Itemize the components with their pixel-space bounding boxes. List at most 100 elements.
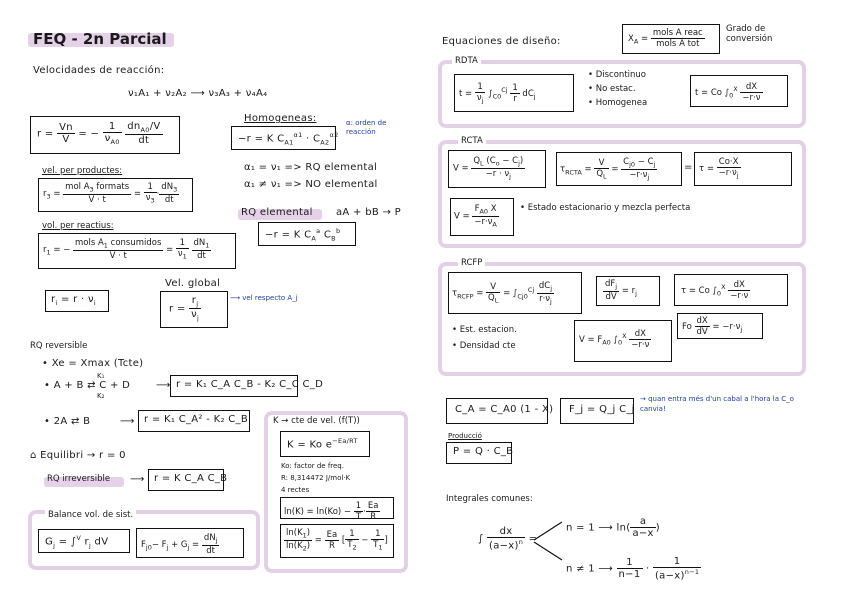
rq-irrev-highlight [44, 477, 124, 487]
rcfp-eq5-box: V = FA0 ∫0X dX−r·ν [574, 320, 672, 362]
homogeneas-eq: −r = K CA1α1 · CA2α2 [238, 131, 339, 147]
rev1-arrow: ⟶ [156, 380, 171, 391]
rcta-eq3: τ = Co·X−r·νj [699, 157, 741, 180]
xe-note: • Xe = Xmax (Tcte) [42, 358, 144, 369]
ca-box: C_A = C_A0 (1 - X) [446, 398, 553, 424]
integrales-label: Integrales comunes: [446, 494, 533, 504]
fj-box: F_j = Q_j C_j [560, 398, 634, 424]
balance-section [28, 510, 260, 570]
rev1-eq: r = K₁ C_A C_B - K₂ C_C C_D [176, 379, 324, 390]
rcfp-bullet: • Est. estacion. [452, 325, 517, 335]
general-reaction: ν₁A₁ + ν₂A₂ ⟶ ν₃A₃ + ν₄A₄ [128, 88, 268, 99]
rev2-box: r = K₁ C_A² - K₂ C_B [138, 410, 250, 432]
page-title: FEQ - 2n Parcial [33, 30, 167, 48]
rcfp-bullet: • Densidad cte [452, 341, 516, 351]
ko-note: Ko: factor de freq. [281, 462, 344, 470]
rcta-label: RCTA [458, 136, 486, 146]
fj-note: → quan entra més d'un cabal a l'hora la … [640, 395, 794, 413]
k-cte-label: K → cte de vel. (f(T)) [273, 416, 360, 426]
rdta-bullet: • Discontinuo [588, 70, 646, 80]
rdta-label: RDTA [452, 56, 481, 66]
rcta-eq1: V = QL (Co − Cj)−r · νj [453, 156, 526, 181]
rq-elemental-label: RQ elemental [241, 207, 313, 218]
rcta-section [438, 140, 806, 248]
velocidades-heading: Velocidades de reacción: [33, 65, 165, 76]
rcta-eq4-box: V = FA0 X−r·νA [450, 198, 514, 236]
produccio-box: P = Q · C_B [446, 442, 514, 464]
produccio-eq: P = Q · C_B [453, 446, 514, 457]
rdta-section [438, 60, 806, 128]
r-constant: R: 8,314472 J/mol·K [281, 474, 351, 482]
rev1-box: r = K₁ C_A C_B - K₂ C_C C_D [170, 375, 323, 397]
title-highlight [28, 33, 174, 47]
rq-elemental-highlight [238, 209, 322, 220]
equilibri-note: ⌂ Equilibri → r = 0 [30, 450, 126, 461]
rev1-k1: K₁ [97, 372, 105, 380]
rcta-equals: = [684, 162, 693, 173]
rcfp-eq3: τ = Co ∫0X dX−r·ν [681, 280, 751, 301]
rev2-arrow: ⟶ [120, 416, 135, 427]
ri-eq: ri = r · νi [51, 294, 97, 307]
rev1-k2: K₂ [97, 392, 105, 400]
rev2-reaction: • 2A ⇄ B [44, 416, 91, 427]
k-constant-section [264, 411, 408, 573]
reactius-label: vol. per reactius: [42, 221, 114, 231]
rq-irreversible-label: RQ irreversible [47, 474, 111, 484]
rdta-bullet: • No estac. [588, 84, 636, 94]
homogeneas-box: −r = K CA1α1 · CA2α2 [231, 126, 339, 150]
elemental-rule: α₁ = ν₁ => RQ elemental [244, 162, 378, 173]
arrhenius-box: K = Ko e−Ea/RT [280, 431, 370, 457]
alpha-note: α: orden de reacción [346, 119, 387, 136]
rcfp-label: RCFP [458, 258, 486, 268]
rdta-bullets: • Discontinuo • No estac. • Homogenea [588, 68, 647, 110]
arrhenius-eq: K = Ko e−Ea/RT [287, 437, 358, 451]
no-elemental-rule: α₁ ≠ ν₁ => NO elemental [244, 179, 378, 190]
rq-elemental-reaction: aA + bB → P [336, 207, 401, 218]
rcfp-section [438, 262, 806, 376]
vel-global-label: Vel. global [165, 278, 221, 289]
productes-label: vel. per productes: [42, 166, 123, 176]
irrev-box: r = K C_A C_B [148, 469, 228, 491]
rcta-note: • Estado estacionario y mezcla perfecta [520, 203, 691, 213]
rdta-bullet: • Homogenea [588, 98, 648, 108]
ca-eq: C_A = C_A0 (1 - X) [455, 404, 554, 415]
produccio-label: Producció [448, 432, 482, 440]
irrev-eq: r = K C_A C_B [154, 473, 228, 484]
integral-lhs: ∫ dx(a−x)n = [478, 526, 538, 552]
integral-branch-arrows [533, 521, 563, 561]
balance-eq1-box: Gj = ∫V rj dV [38, 529, 130, 553]
rcta-eq3-box: τ = Co·X−r·νj [694, 152, 792, 186]
equaciones-diseno-heading: Equaciones de diseño: [442, 36, 561, 47]
rcfp-eq3-box: τ = Co ∫0X dX−r·ν [674, 274, 788, 306]
vel-respecto-note: ⟶ vel respecto A_j [230, 294, 298, 302]
rcfp-bullets: • Est. estacion. • Densidad cte [452, 322, 517, 354]
rectes-note: 4 rectes [281, 486, 310, 494]
rcta-eq1-box: V = QL (Co − Cj)−r · νj [448, 150, 546, 188]
rcfp-eq5: V = FA0 ∫0X dX−r·ν [579, 329, 652, 350]
